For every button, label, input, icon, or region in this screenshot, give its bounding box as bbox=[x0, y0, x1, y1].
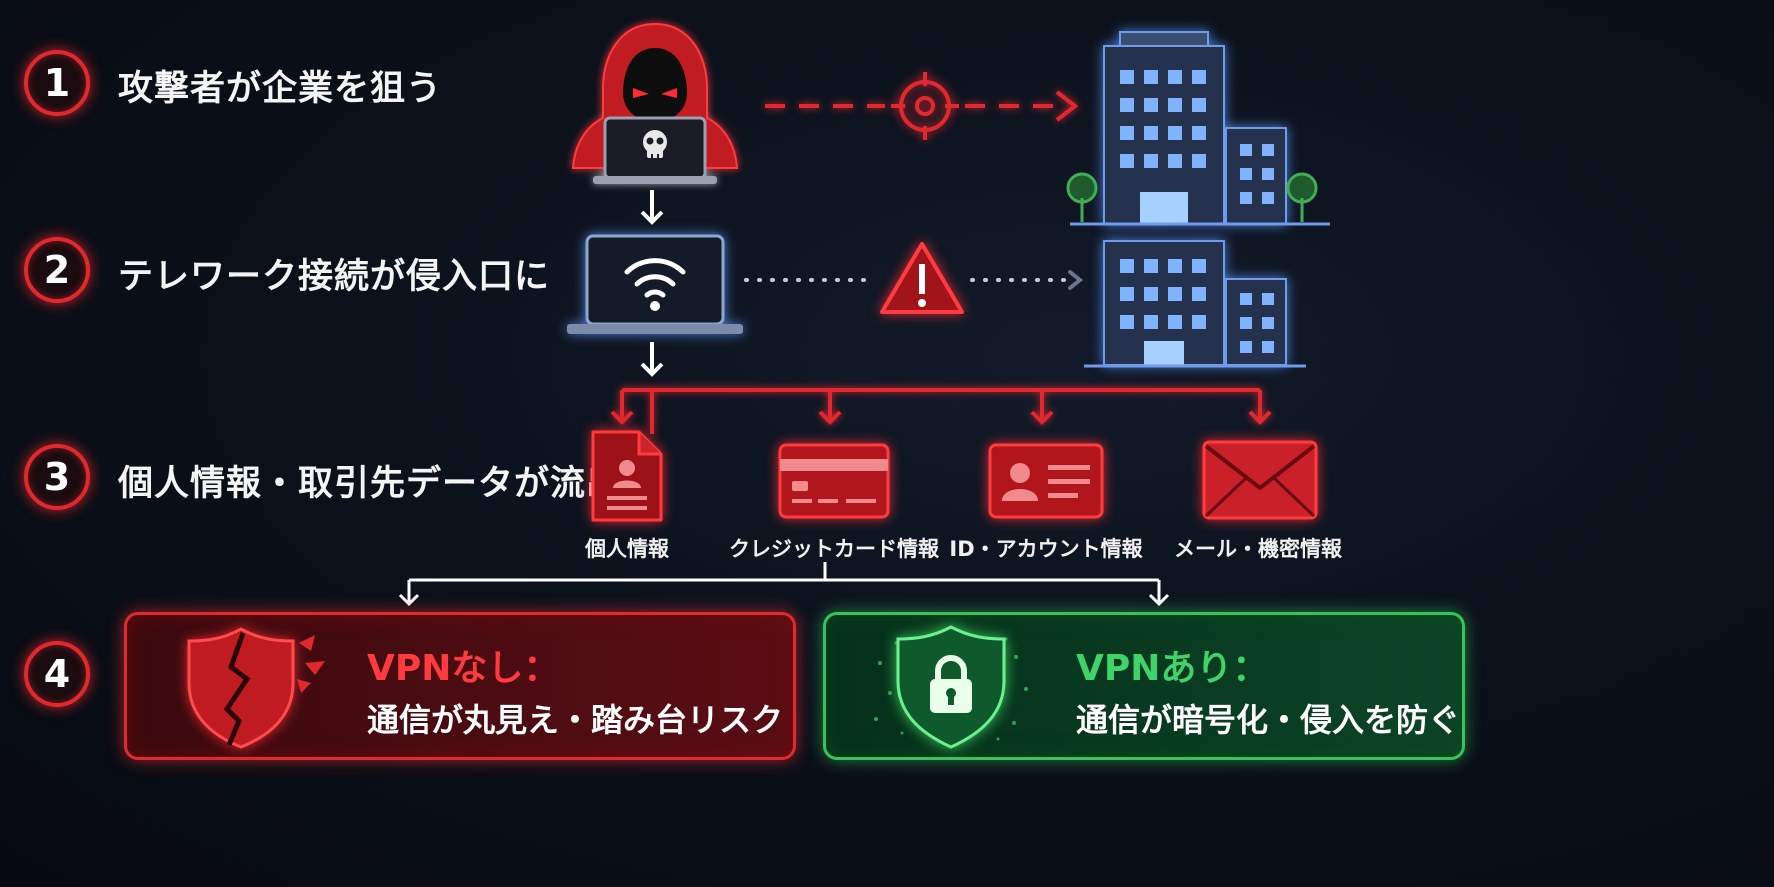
with-vpn-subtitle: 通信が暗号化・侵入を防ぐ bbox=[1076, 701, 1461, 739]
step-1-number: 1 bbox=[24, 50, 90, 116]
without-vpn-subtitle: 通信が丸見え・踏み台リスク bbox=[367, 701, 784, 739]
data-item-label: 個人情報 bbox=[585, 537, 669, 561]
panel-without-vpn: VPNなし： 通信が丸見え・踏み台リスク bbox=[124, 612, 796, 760]
credit-card-icon bbox=[778, 443, 890, 519]
wifi-icon bbox=[624, 258, 686, 298]
broken-shield-icon bbox=[187, 627, 325, 749]
step-1-label: 攻撃者が企業を狙う bbox=[118, 69, 443, 109]
panel-with-vpn: VPNあり： 通信が暗号化・侵入を防ぐ bbox=[823, 612, 1465, 760]
step-3-number: 3 bbox=[24, 444, 90, 510]
step-4-number: 4 bbox=[24, 641, 90, 707]
padlock-icon bbox=[930, 655, 972, 713]
data-item-label: メール・機密情報 bbox=[1174, 537, 1342, 561]
id-card-icon bbox=[988, 443, 1104, 519]
office-building-icon bbox=[1066, 31, 1330, 226]
tree-icon bbox=[1066, 172, 1318, 222]
step-2-label: テレワーク接続が侵入口に bbox=[118, 257, 551, 297]
laptop-wifi-icon bbox=[567, 234, 743, 334]
data-item-label: クレジットカード情報 bbox=[729, 537, 939, 561]
data-item-label: ID・アカウント情報 bbox=[949, 537, 1143, 561]
down-arrow bbox=[640, 190, 664, 225]
office-building-icon-2 bbox=[1084, 240, 1306, 368]
intrusion-path bbox=[744, 242, 1084, 314]
leak-branches bbox=[610, 388, 1272, 434]
outcome-branches bbox=[398, 562, 1170, 607]
envelope-icon bbox=[1202, 440, 1318, 520]
step-2-number: 2 bbox=[24, 237, 90, 303]
attack-arrow bbox=[765, 72, 1079, 140]
without-vpn-title: VPNなし： bbox=[367, 648, 560, 689]
skull-icon bbox=[643, 130, 667, 158]
lock-shield-icon bbox=[874, 625, 1028, 749]
hacker-icon bbox=[571, 22, 739, 184]
down-arrow-2 bbox=[640, 342, 664, 377]
step-3-label: 個人情報・取引先データが流出 bbox=[118, 464, 623, 504]
target-icon bbox=[891, 72, 959, 140]
document-icon bbox=[591, 430, 663, 522]
with-vpn-title: VPNあり： bbox=[1076, 648, 1269, 689]
warning-icon bbox=[880, 242, 964, 314]
